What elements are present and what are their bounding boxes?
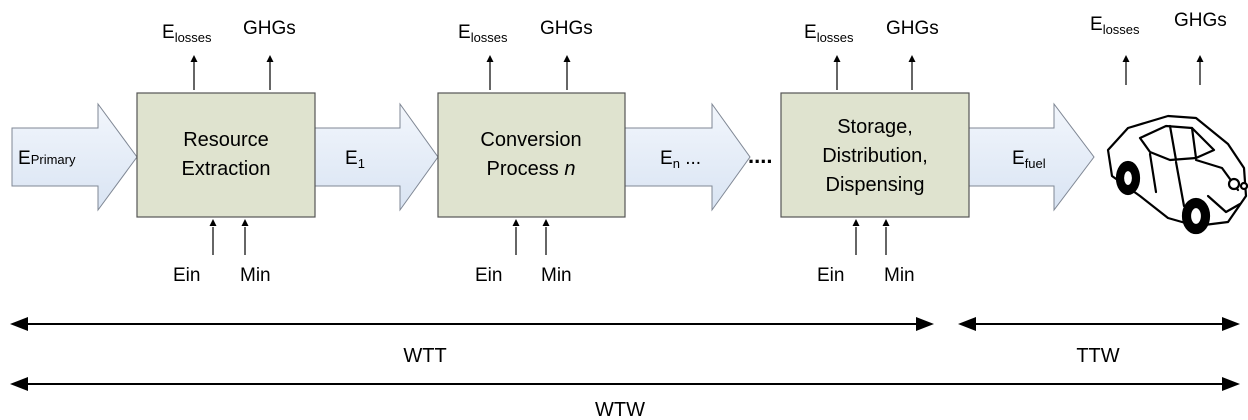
- outputs-vehicle: Elosses GHGs: [1090, 10, 1227, 85]
- output-ghgs: GHGs: [540, 18, 593, 39]
- output-ghgs: GHGs: [1174, 10, 1227, 31]
- flow-label-e1: E1: [345, 148, 365, 171]
- output-ghgs: GHGs: [886, 18, 939, 39]
- stage-label-line2: Process n: [487, 158, 576, 180]
- stage-label-line2: Distribution,: [822, 145, 928, 167]
- range-label-ttw: TTW: [1076, 345, 1119, 367]
- input-materials: Min: [541, 265, 572, 286]
- flow-label-primary: EPrimary: [18, 148, 76, 169]
- input-energy: Ein: [817, 265, 844, 286]
- stage-label-line3: Dispensing: [826, 174, 925, 196]
- stage-label-line1: Storage,: [837, 116, 913, 138]
- range-ttw: TTW: [958, 317, 1240, 367]
- inputs-stage-3: Ein Min: [817, 219, 915, 286]
- stage-label-line2: Extraction: [182, 158, 271, 180]
- input-energy: Ein: [475, 265, 502, 286]
- stage-resource-extraction: Resource Extraction: [136, 92, 316, 218]
- output-energy-losses: Elosses: [1090, 14, 1140, 37]
- stage-storage-distribution: Storage, Distribution, Dispensing: [780, 92, 970, 218]
- range-wtw: WTW: [10, 377, 1240, 420]
- outputs-stage-3: Elosses GHGs: [804, 18, 939, 90]
- flow-arrow-e1: E1: [314, 102, 439, 212]
- flow-label-fuel: Efuel: [1012, 148, 1046, 171]
- stage-label-line1: Conversion: [480, 129, 581, 151]
- range-wtt: WTT: [10, 317, 934, 367]
- output-energy-losses: Elosses: [162, 22, 212, 45]
- output-energy-losses: Elosses: [804, 22, 854, 45]
- flow-label-en: En ...: [660, 148, 701, 171]
- car-icon: [1106, 114, 1248, 235]
- inputs-stage-2: Ein Min: [475, 219, 572, 286]
- flow-arrow-en: En ...: [624, 102, 751, 212]
- stage-label-line1: Resource: [183, 129, 269, 151]
- range-label-wtt: WTT: [403, 345, 446, 367]
- inputs-stage-1: Ein Min: [173, 219, 271, 286]
- output-ghgs: GHGs: [243, 18, 296, 39]
- flow-arrow-fuel: Efuel: [968, 102, 1095, 212]
- flow-ellipsis: ....: [748, 143, 772, 168]
- input-energy: Ein: [173, 265, 200, 286]
- outputs-stage-2: Elosses GHGs: [458, 18, 593, 90]
- range-label-wtw: WTW: [595, 399, 645, 420]
- input-materials: Min: [884, 265, 915, 286]
- output-energy-losses: Elosses: [458, 22, 508, 45]
- input-materials: Min: [240, 265, 271, 286]
- flow-arrow-primary: EPrimary: [11, 102, 138, 212]
- outputs-stage-1: Elosses GHGs: [162, 18, 296, 90]
- stage-conversion-process: Conversion Process n: [437, 92, 626, 218]
